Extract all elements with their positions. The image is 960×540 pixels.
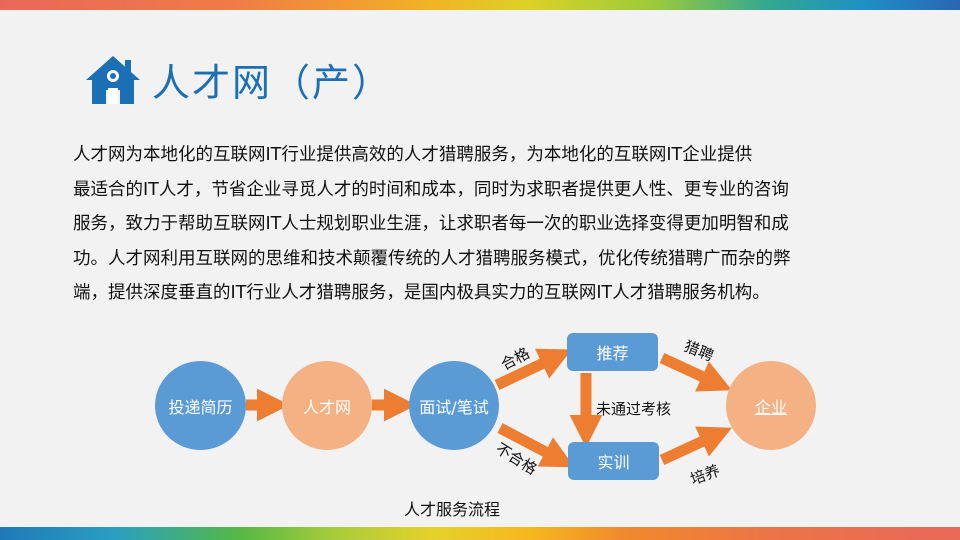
- node-label: 人才网: [302, 397, 351, 417]
- node-label: 企业: [754, 397, 787, 417]
- paragraph-line: 最适合的IT人才，节省企业寻觅人才的时间和成本，同时为求职者提供更人性、更专业的…: [73, 179, 789, 200]
- paragraph-line: 服务，致力于帮助互联网IT人士规划职业生涯，让求职者每一次的职业选择变得更加明智…: [73, 214, 789, 234]
- node-label: 实训: [597, 453, 630, 472]
- paragraph-line: 功。人才网利用互联网的思维和技术颠覆传统的人才猎聘服务模式，优化传统猎聘广而杂的…: [73, 248, 791, 269]
- diagram-caption: 人才服务流程: [404, 500, 501, 519]
- node-interview: 面试/笔试: [409, 361, 499, 450]
- node-enterprise: 企业: [726, 361, 816, 450]
- node-resume: 投递简历: [155, 361, 246, 450]
- paragraph-line: 人才网为本地化的互联网IT行业提供高效的人才猎聘服务，为本地化的互联网IT企业提…: [73, 145, 753, 165]
- intro-paragraph: 人才网为本地化的互联网IT行业提供高效的人才猎聘服务，为本地化的互联网IT企业提…: [73, 138, 903, 311]
- node-label: 投递简历: [168, 397, 233, 417]
- node-label: 面试/笔试: [419, 397, 489, 417]
- top-decorative-stripe: [0, 0, 960, 10]
- node-recommend: 推荐: [567, 333, 658, 371]
- edge-label-not-passed: 未通过考核: [596, 400, 672, 418]
- house-icon: [86, 55, 140, 104]
- paragraph-line: 端，提供深度垂直的IT行业人才猎聘服务，是国内极具实力的互联网IT人才猎聘服务机…: [73, 283, 770, 303]
- slide-header: 人才网（产）: [84, 52, 392, 107]
- bottom-decorative-stripe: [0, 527, 960, 540]
- node-training: 实训: [568, 442, 659, 480]
- node-label: 推荐: [596, 344, 629, 363]
- node-platform: 人才网: [282, 361, 372, 450]
- page-title: 人才网（产）: [152, 61, 393, 105]
